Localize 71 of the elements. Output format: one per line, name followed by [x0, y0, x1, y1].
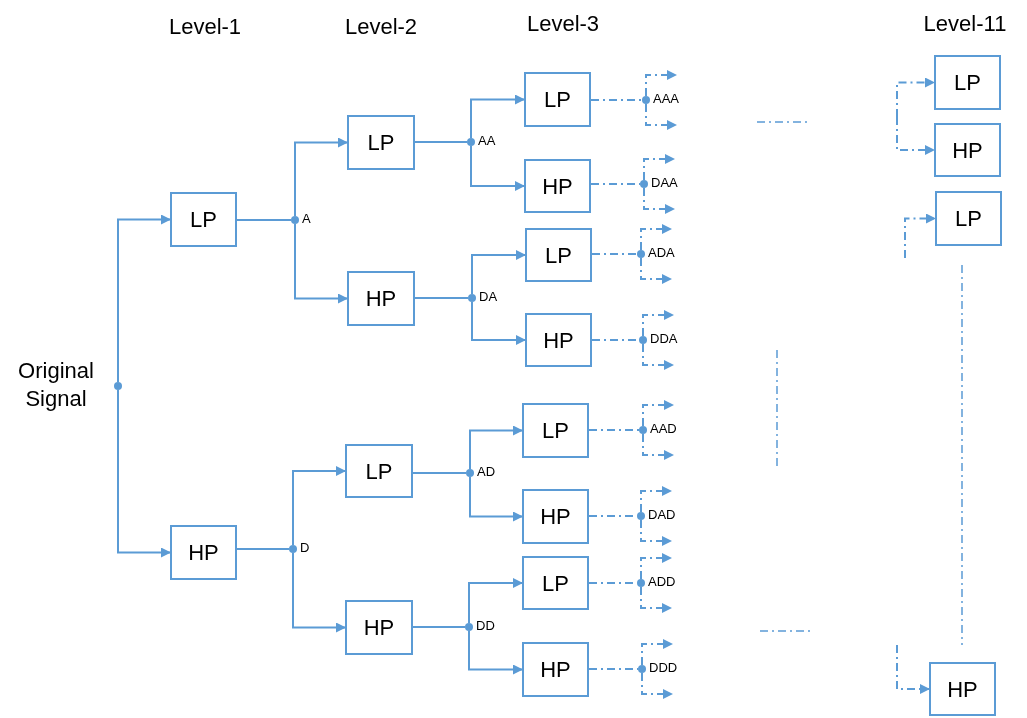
junction-label: AAA	[653, 91, 679, 107]
dash-dot-arrow	[896, 644, 930, 694]
filter-box: HP	[929, 662, 996, 716]
junction-label: DD	[476, 618, 495, 634]
filter-box: LP	[522, 403, 589, 458]
dash-dot-arrow	[640, 553, 672, 580]
filter-box: LP	[935, 191, 1002, 246]
level-heading: Level-2	[344, 13, 418, 41]
junction-label: DAD	[648, 507, 676, 523]
dash-dot-arrow	[643, 187, 675, 214]
junction-label: AAD	[650, 421, 677, 437]
filter-box: LP	[170, 192, 237, 247]
filter-box: LP	[347, 115, 415, 170]
connector-arrow	[470, 145, 525, 191]
junction-label: ADD	[648, 574, 676, 590]
dash-dot-arrow	[640, 257, 672, 284]
dash-dot-arrow	[645, 103, 677, 130]
filter-box: HP	[522, 489, 589, 544]
level-heading: Level-11	[923, 10, 1007, 38]
connector-arrow	[292, 466, 346, 546]
filter-box: HP	[170, 525, 237, 580]
junction-label: DDD	[649, 660, 678, 676]
connector-arrow	[471, 301, 526, 345]
junction-label: DAA	[651, 175, 678, 191]
filter-box: HP	[522, 642, 589, 697]
dash-dot-arrow	[640, 224, 672, 251]
dash-dot-arrow	[640, 486, 672, 513]
level-heading: Level-1	[168, 13, 242, 41]
dash-dot-arrow	[642, 400, 674, 427]
connector-arrow	[469, 476, 523, 522]
junction-label: A	[302, 211, 311, 227]
filter-box: HP	[934, 123, 1001, 177]
filter-box: HP	[345, 600, 413, 655]
filter-box: LP	[524, 72, 591, 127]
filter-box: LP	[934, 55, 1001, 110]
connector-arrow	[468, 630, 523, 675]
dash-dot-arrow	[642, 433, 674, 460]
connector-arrow	[468, 578, 523, 624]
filter-box: LP	[522, 556, 589, 610]
dash-dot-arrow	[643, 154, 675, 181]
dash-dot-arrow	[896, 116, 935, 155]
dash-dot-arrow	[642, 310, 674, 337]
filter-box: LP	[345, 444, 413, 498]
dash-dot-arrow	[641, 672, 673, 699]
junction-label: DDA	[650, 331, 678, 347]
filter-box: LP	[525, 228, 592, 282]
connector-arrow	[471, 250, 526, 295]
dash-dot-arrow	[642, 343, 674, 370]
connector-arrow	[294, 223, 348, 304]
connector-arrow	[469, 425, 523, 470]
dash-dot-arrow	[640, 519, 672, 546]
junction-label: DA	[479, 289, 498, 305]
junction-label: D	[300, 540, 310, 556]
filter-box: HP	[525, 313, 592, 367]
dash-dot-arrow	[641, 639, 673, 666]
connector-arrow	[470, 94, 525, 139]
junction-label: AD	[477, 464, 496, 480]
junction-label: ADA	[648, 245, 675, 261]
level-heading: Level-3	[526, 10, 600, 38]
connector-arrow	[117, 389, 171, 558]
connector-arrow	[117, 214, 171, 383]
dash-dot-arrow	[904, 213, 936, 259]
dash-dot-arrow	[640, 586, 672, 613]
filter-box: HP	[524, 159, 591, 213]
dash-dot-arrow	[645, 70, 677, 97]
connector-arrow	[292, 552, 346, 633]
junction-label: AA	[478, 133, 496, 149]
dash-dot-arrow	[896, 77, 935, 118]
connector-arrow	[294, 137, 348, 217]
filter-box: HP	[347, 271, 415, 326]
signal-label: Original Signal	[17, 357, 95, 413]
